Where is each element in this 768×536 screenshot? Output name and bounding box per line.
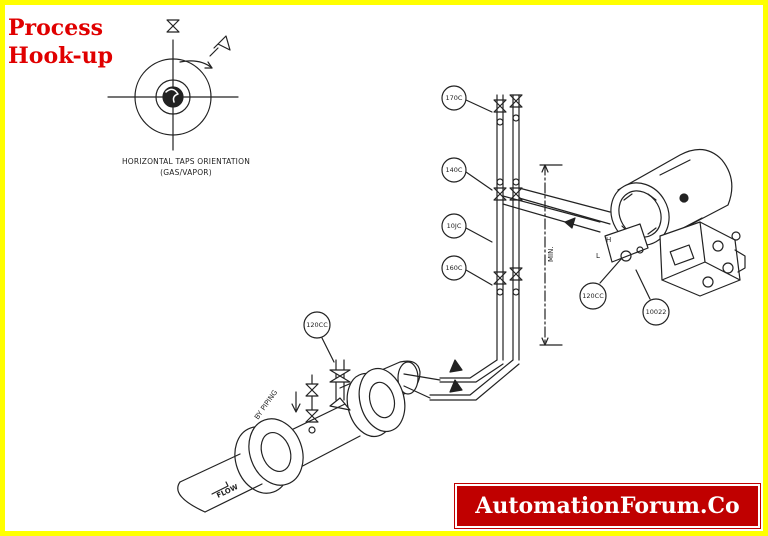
title-line-1: Process xyxy=(8,15,103,41)
orientation-caption-line-2: (GAS/VAPOR) xyxy=(160,168,212,177)
orientation-caption: HORIZONTAL TAPS ORIENTATION (GAS/VAPOR) xyxy=(96,156,276,178)
min-label: MIN. xyxy=(547,246,555,262)
brand-banner: AutomationForum.Co xyxy=(454,483,761,529)
tag-170c-text: 170C xyxy=(446,94,463,102)
tag-160c-text: 160C xyxy=(446,264,463,272)
tag-10022: 10022 xyxy=(635,269,670,326)
tag-140c: 140C xyxy=(441,157,493,191)
orientation-sketch xyxy=(107,19,239,151)
pressure-transmitter xyxy=(604,149,746,297)
min-dimension xyxy=(539,164,563,346)
title-line-2: Hook-up xyxy=(8,43,113,69)
tag-10jc: 10JC xyxy=(441,213,493,243)
tag-170c: 170C xyxy=(441,85,493,113)
tag-140c-text: 140C xyxy=(446,166,463,174)
by-piping-arrow xyxy=(291,391,301,413)
tag-10jc-text: 10JC xyxy=(447,222,462,230)
tag-120cc-left-text: 120CC xyxy=(306,321,328,329)
tag-160c: 160C xyxy=(441,255,493,286)
diagram-title: Process Hook-up xyxy=(8,14,113,70)
impulse-lines xyxy=(429,94,611,401)
process-pipe xyxy=(177,359,441,513)
orientation-caption-line-1: HORIZONTAL TAPS ORIENTATION xyxy=(121,157,251,166)
by-piping-label: BY PIPING xyxy=(253,389,279,422)
tag-120cc-right: 120CC xyxy=(579,257,623,310)
h-port-label: H xyxy=(606,236,611,244)
tag-10022-text: 10022 xyxy=(646,308,667,316)
tag-120cc-right-text: 120CC xyxy=(582,292,604,300)
l-port-label: L xyxy=(596,252,600,260)
tag-120cc-left: 120CC xyxy=(303,311,335,363)
